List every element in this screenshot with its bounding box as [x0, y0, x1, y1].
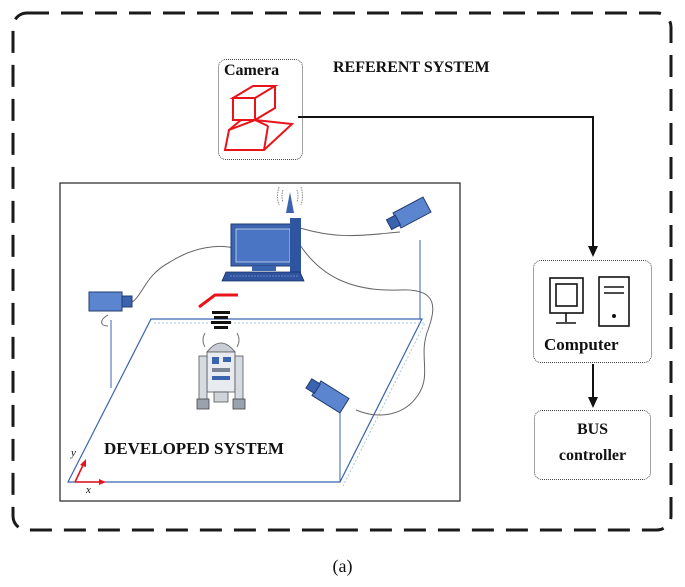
bus-controller-box: BUS controller	[534, 410, 651, 480]
computer-to-bus-arrowhead	[588, 397, 598, 408]
antenna-icon	[277, 186, 303, 213]
axis-y-label: y	[71, 447, 76, 459]
computer-monitor-icon	[221, 218, 305, 282]
camera-wireframe-icon	[223, 85, 295, 151]
camera-front-icon	[305, 378, 350, 414]
axis-x-label: x	[86, 484, 91, 496]
referent-system-title: REFERENT SYSTEM	[333, 59, 490, 76]
computer-label: Computer	[544, 335, 619, 354]
figure-caption: (a)	[332, 556, 353, 576]
robot-marker-icon	[198, 293, 240, 348]
camera-left-icon	[88, 291, 133, 312]
robot-icon	[196, 342, 246, 410]
cable-right-top	[299, 227, 401, 237]
developed-system-frame	[59, 182, 461, 502]
developed-system-label: DEVELOPED SYSTEM	[104, 439, 284, 458]
camera-top-right-icon	[385, 196, 432, 231]
camera-box	[218, 59, 303, 160]
computer-box	[533, 260, 652, 363]
camera-to-computer-arrowhead	[588, 246, 598, 257]
cable-left	[122, 245, 241, 308]
bus-label: BUS	[576, 421, 609, 438]
controller-label: controller	[558, 447, 627, 464]
camera-label: Camera	[224, 62, 280, 79]
xy-axes-icon	[74, 459, 106, 485]
cable-right	[299, 244, 434, 416]
referent-system-border	[11, 11, 673, 532]
camera-to-computer-line	[298, 116, 594, 247]
